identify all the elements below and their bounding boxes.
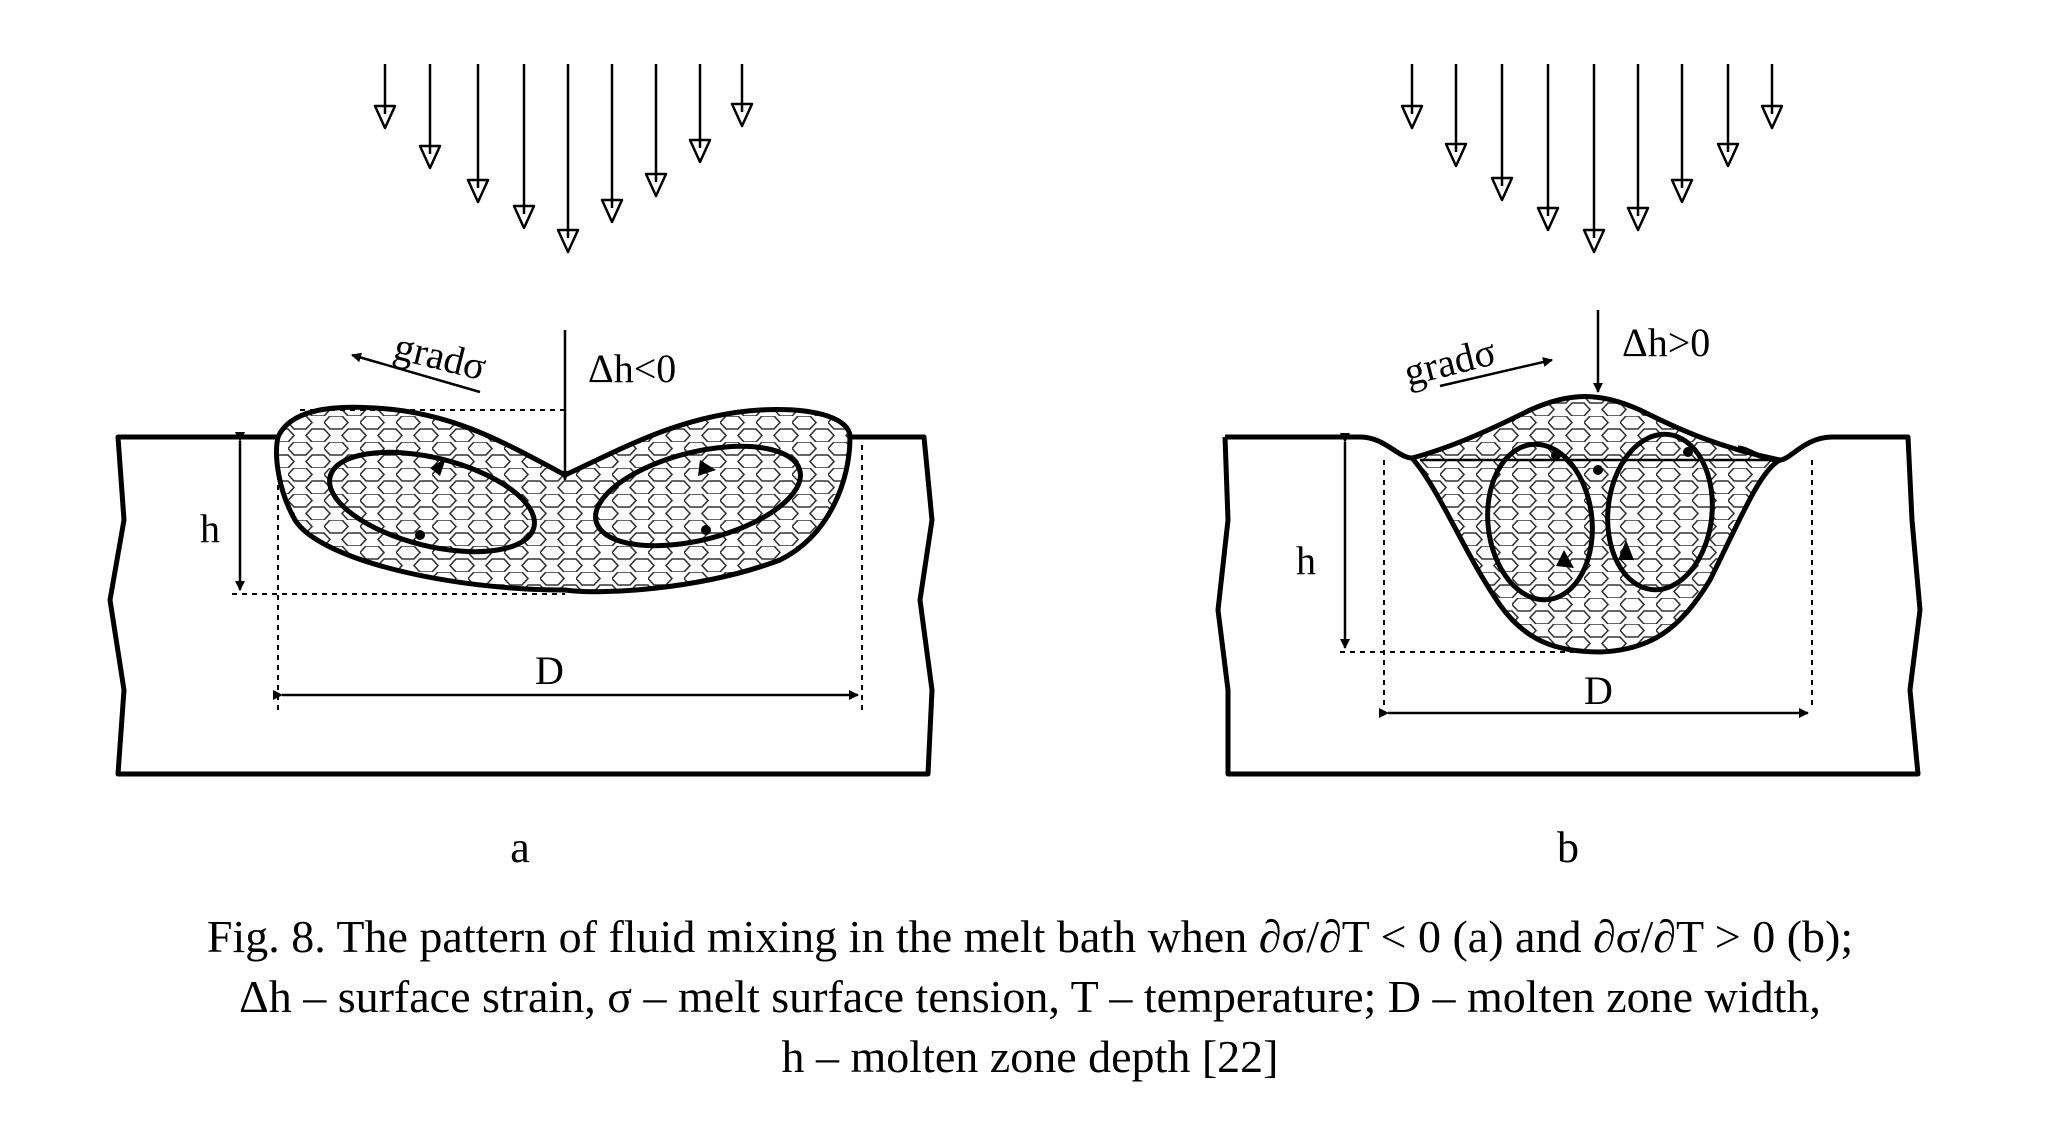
flow-arrowhead [430, 458, 446, 476]
grad-sigma-arrow [1439, 357, 1553, 388]
beam-arrow-head [1670, 178, 1694, 204]
beam-arrow-head [730, 102, 754, 128]
beam-arrow-head [600, 198, 624, 224]
figure-caption: Fig. 8. The pattern of fluid mixing in t… [207, 911, 1853, 1082]
beam-arrow-head [688, 138, 712, 164]
beam-arrow-head [418, 144, 442, 170]
surface-strain-label: Δh<0 [588, 346, 676, 391]
width-label: D [535, 648, 564, 693]
depth-label: h [200, 506, 220, 551]
panel-b: gradσ Δh>0 h D b [1215, 64, 1923, 872]
caption-line-1: Fig. 8. The pattern of fluid mixing in t… [207, 911, 1853, 962]
melt-pool [1407, 394, 1788, 655]
width-label: D [1584, 668, 1613, 713]
beam-arrow-head [1760, 104, 1784, 130]
beam-arrow-head [373, 104, 397, 130]
flow-marker [415, 530, 425, 540]
beam-arrow-head [644, 172, 668, 198]
caption-line-2: Δh – surface strain, σ – melt surface te… [239, 971, 1821, 1022]
flow-arrowhead [1618, 540, 1634, 560]
substrate-outline [107, 434, 935, 777]
beam-arrow-head [556, 228, 580, 254]
beam-arrow-head [1626, 206, 1650, 232]
flow-marker [701, 525, 711, 535]
beam-arrow-head [1582, 228, 1606, 254]
flow-arrowhead [1556, 550, 1574, 568]
beam-arrow-head [466, 178, 490, 204]
convection-loop-right [593, 443, 803, 549]
flow-marker [1593, 465, 1603, 475]
flow-arrowhead [698, 460, 716, 476]
beam-arrow-head [1444, 142, 1468, 168]
laser-beam-arrows [1400, 64, 1784, 254]
beam-arrow-head [1716, 142, 1740, 168]
beam-arrow-head [1536, 206, 1560, 232]
beam-arrow-head [512, 204, 536, 230]
panel-a: gradσ Δh<0 h D a [107, 64, 935, 872]
convection-loop-right [1605, 431, 1715, 593]
surface-strain-label: Δh>0 [1622, 320, 1710, 365]
convection-loop-left [327, 449, 537, 555]
flow-marker [1683, 447, 1693, 457]
laser-beam-arrows [373, 64, 754, 254]
convection-loop-left [1485, 441, 1595, 603]
beam-arrow-head [1400, 104, 1424, 130]
melt-pool [274, 404, 853, 595]
beam-arrow-head [1490, 176, 1514, 202]
depth-label: h [1296, 538, 1316, 583]
flow-marker [1551, 450, 1561, 460]
panel-a-letter: a [510, 823, 530, 872]
caption-line-3: h – molten zone depth [22] [782, 1031, 1279, 1082]
grad-sigma-arrow [351, 352, 481, 394]
grad-sigma-label: gradσ [390, 323, 491, 389]
grad-sigma-label: gradσ [1399, 329, 1500, 395]
panel-b-letter: b [1557, 823, 1579, 872]
